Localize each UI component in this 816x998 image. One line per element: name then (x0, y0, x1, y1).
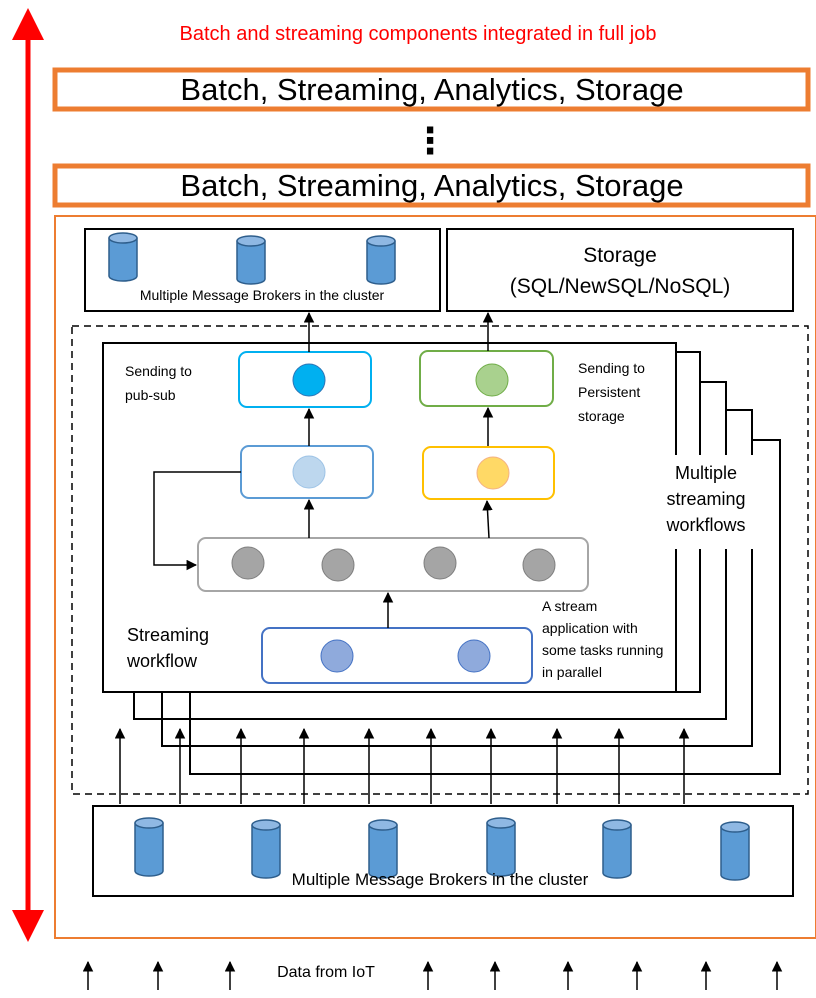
diagram-title: Batch and streaming components integrate… (180, 23, 657, 45)
stream-app-task-2 (457, 639, 491, 673)
storage-title: Storage (583, 244, 657, 267)
process-task-left (292, 455, 326, 489)
bottom-brokers-box (92, 805, 794, 897)
workflow-outline-3 (161, 409, 753, 747)
arrow-down-head (12, 910, 44, 942)
cylinder-icon (366, 235, 396, 285)
ingest-arrows (114, 727, 690, 804)
cylinder-icon (134, 817, 164, 877)
arrow-up-head (12, 8, 44, 40)
cylinder-icon (108, 232, 138, 282)
stream-app-line2: application with (542, 620, 638, 636)
arrow-parallel-to-right (482, 499, 493, 539)
data-from-iot-label: Data from IoT (277, 964, 375, 981)
top-brokers-label: Multiple Message Brokers in the cluster (140, 287, 385, 303)
layer-label-1: Batch, Streaming, Analytics, Storage (180, 72, 683, 107)
parallel-task-3 (423, 546, 457, 580)
sending-pubsub-line1: Sending to (125, 363, 192, 379)
top-broker-cylinders (108, 232, 396, 285)
multiple-workflows-line3: workflows (665, 515, 745, 535)
stream-app-line4: in parallel (542, 664, 602, 680)
cylinder-icon (486, 817, 516, 877)
stream-app-task-1 (320, 639, 354, 673)
cylinder-icon (236, 235, 266, 285)
storage-box (446, 228, 794, 312)
pubsub-sender-task (292, 363, 326, 397)
process-task-right (476, 456, 510, 490)
parallel-task-4 (522, 548, 556, 582)
full-job-container (54, 215, 816, 939)
layer-box-1 (52, 67, 811, 112)
multiple-workflows-line2: streaming (666, 489, 745, 509)
streaming-workflow-line2: workflow (126, 651, 198, 671)
streaming-cluster-boundary (71, 325, 809, 795)
parallel-task-1 (231, 546, 265, 580)
multiple-workflows-line1: Multiple (675, 463, 737, 483)
arrow-feedback-loop (153, 471, 241, 571)
storage-subtitle: (SQL/NewSQL/NoSQL) (510, 275, 731, 298)
scope-arrow (12, 8, 44, 942)
multiple-workflows-bg (655, 455, 758, 549)
cylinder-icon (368, 819, 398, 879)
stream-app-line3: some tasks running (542, 642, 663, 658)
layer-label-2: Batch, Streaming, Analytics, Storage (180, 168, 683, 203)
parallel-task-2 (321, 548, 355, 582)
stream-app-box (261, 627, 533, 684)
sending-persistent-line2: Persistent (578, 384, 640, 400)
stream-app-line1: A stream (542, 598, 597, 614)
bottom-brokers-label: Multiple Message Brokers in the cluster (292, 870, 589, 889)
cylinder-icon (602, 819, 632, 879)
workflow-outline-2 (133, 381, 727, 720)
sending-pubsub-line2: pub-sub (125, 387, 176, 403)
bottom-broker-cylinders (134, 817, 750, 881)
layer-box-2 (52, 163, 811, 208)
parallel-tasks-box (197, 537, 589, 592)
ellipsis: ⋮ (412, 120, 448, 161)
sending-persistent-line3: storage (578, 408, 625, 424)
workflow-arrows (153, 311, 494, 628)
iot-arrows (82, 960, 783, 990)
cylinder-icon (251, 819, 281, 879)
cylinder-icon (720, 821, 750, 881)
streaming-workflow-line1: Streaming (127, 625, 209, 645)
sending-persistent-line1: Sending to (578, 360, 645, 376)
persistent-sender-task (475, 363, 509, 397)
